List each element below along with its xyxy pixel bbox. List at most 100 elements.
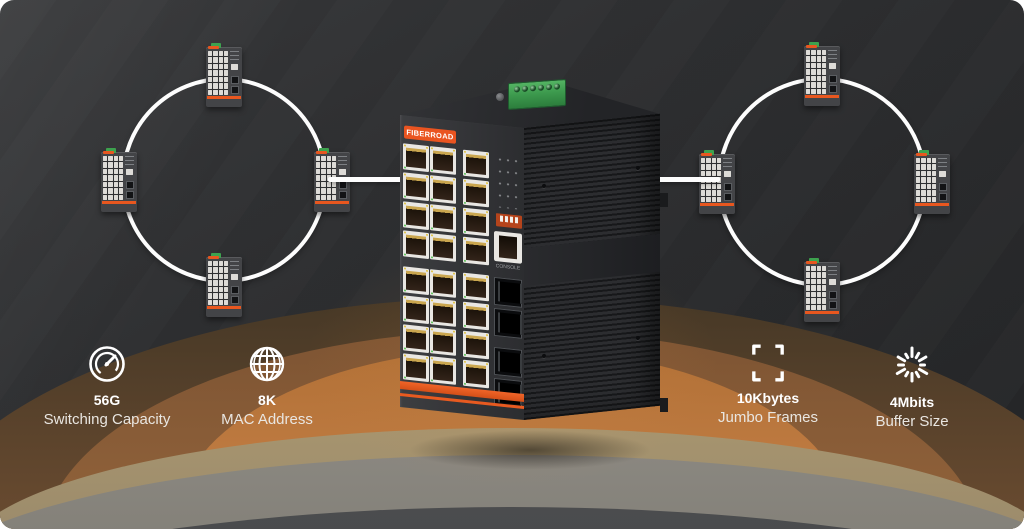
mini-side-column	[938, 158, 947, 202]
mini-rj45-port	[218, 76, 223, 83]
mini-rj45-port	[921, 183, 926, 190]
port-led-left	[464, 150, 466, 153]
mini-led-block	[125, 156, 134, 167]
mini-rj45-port	[223, 299, 228, 305]
sfp-cage-stack	[494, 276, 522, 409]
mini-rj45-port	[321, 168, 326, 175]
mini-terminal-tab	[809, 258, 819, 263]
mini-sfp-cage	[230, 86, 239, 94]
mini-rj45-port	[926, 177, 931, 183]
port-led-left	[431, 234, 433, 237]
mini-rj45-port	[118, 194, 123, 200]
port-led-green	[404, 289, 406, 292]
port-led-right	[486, 182, 488, 185]
rj45-port	[463, 301, 489, 331]
rj45-jack	[433, 150, 453, 172]
mini-rj45-port	[716, 164, 721, 170]
mini-side-column	[723, 158, 732, 202]
mini-rj45-port	[208, 299, 213, 305]
dip-lever	[500, 215, 503, 222]
mini-rj45-port	[816, 278, 821, 285]
mini-rj45-port	[321, 156, 326, 162]
mini-rj45-port	[926, 196, 931, 202]
mini-rj45-port	[108, 175, 113, 181]
mini-sfp-cage	[230, 286, 239, 294]
mini-rj45-port	[218, 57, 223, 63]
rj45-port-grid	[403, 143, 489, 390]
mini-orange-stripe	[207, 96, 241, 99]
mini-rj45-port	[916, 196, 921, 202]
connection-line-left	[328, 177, 402, 182]
mini-rj45-port	[223, 51, 228, 57]
mini-rj45-port	[208, 261, 213, 267]
mini-sfp-cage	[723, 193, 732, 201]
rj45-port	[403, 353, 429, 383]
mini-rj45-port	[213, 70, 218, 76]
ring-node-switch	[804, 258, 840, 322]
ring-node-switch	[804, 42, 840, 106]
feature-value: 56G	[93, 392, 121, 408]
mini-rj45-port	[931, 190, 936, 196]
mini-rj45-port	[711, 164, 716, 170]
mini-rj45-port	[811, 285, 816, 291]
mini-rj45-port	[316, 181, 321, 188]
mini-rj45-port	[223, 76, 228, 83]
mini-rj45-port	[811, 50, 816, 56]
mini-rj45-port	[218, 63, 223, 70]
mini-rj45-port	[218, 280, 223, 286]
rj45-jack	[406, 328, 426, 350]
mini-rj45-port	[108, 168, 113, 175]
port-led-left	[431, 328, 433, 331]
rj45-port	[403, 201, 429, 231]
mini-rj45-port	[716, 196, 721, 202]
frame-brackets-icon	[752, 344, 784, 382]
mini-led-block	[230, 51, 239, 62]
rj45-port	[463, 178, 489, 208]
mini-rj45-port	[816, 62, 821, 69]
mini-rj45-port	[223, 57, 228, 63]
rj45-port	[430, 269, 456, 298]
port-led-right	[453, 330, 455, 333]
mini-rj45-port	[821, 266, 826, 272]
mini-rj45-port	[806, 272, 811, 278]
port-led-left	[431, 147, 433, 150]
ring-topology-right	[699, 42, 950, 322]
mini-sfp-cage	[338, 181, 347, 189]
mini-port-grid	[806, 50, 826, 94]
mini-rj45-port	[806, 285, 811, 291]
mini-rj45-port	[208, 63, 213, 70]
port-led-green	[431, 379, 433, 382]
mini-rj45-port	[223, 63, 228, 70]
mini-orange-stripe	[700, 203, 734, 206]
mini-rj45-port	[108, 188, 113, 194]
mini-rj45-port	[316, 162, 321, 168]
mini-rj45-port	[208, 286, 213, 293]
rj45-port	[430, 327, 456, 356]
rj45-port	[430, 146, 456, 175]
mini-rj45-port	[931, 158, 936, 164]
mini-port-grid	[916, 158, 936, 202]
mini-rj45-port	[706, 170, 711, 177]
gauge-icon	[89, 346, 125, 382]
mini-rj45-port	[716, 170, 721, 177]
mini-rj45-port	[711, 158, 716, 164]
dip-lever	[510, 216, 513, 223]
mini-terminal-tab	[919, 150, 929, 155]
mini-rj45-port	[926, 164, 931, 170]
terminal-screw	[514, 86, 520, 93]
mini-rj45-port	[326, 156, 331, 162]
port-led-right	[426, 204, 428, 207]
mini-rj45-port	[716, 183, 721, 190]
console-label: CONSOLE	[495, 263, 521, 272]
mini-terminal-tab	[319, 148, 329, 153]
feature-value: 8K	[258, 392, 276, 408]
mini-rj45-port	[921, 158, 926, 164]
mini-rj45-port	[701, 183, 706, 190]
mini-rj45-port	[816, 304, 821, 310]
port-led-left	[431, 299, 433, 302]
port-led-right	[453, 178, 455, 181]
mini-led-block	[230, 261, 239, 272]
mini-rj45-port	[811, 69, 816, 75]
rj45-port	[463, 330, 489, 360]
